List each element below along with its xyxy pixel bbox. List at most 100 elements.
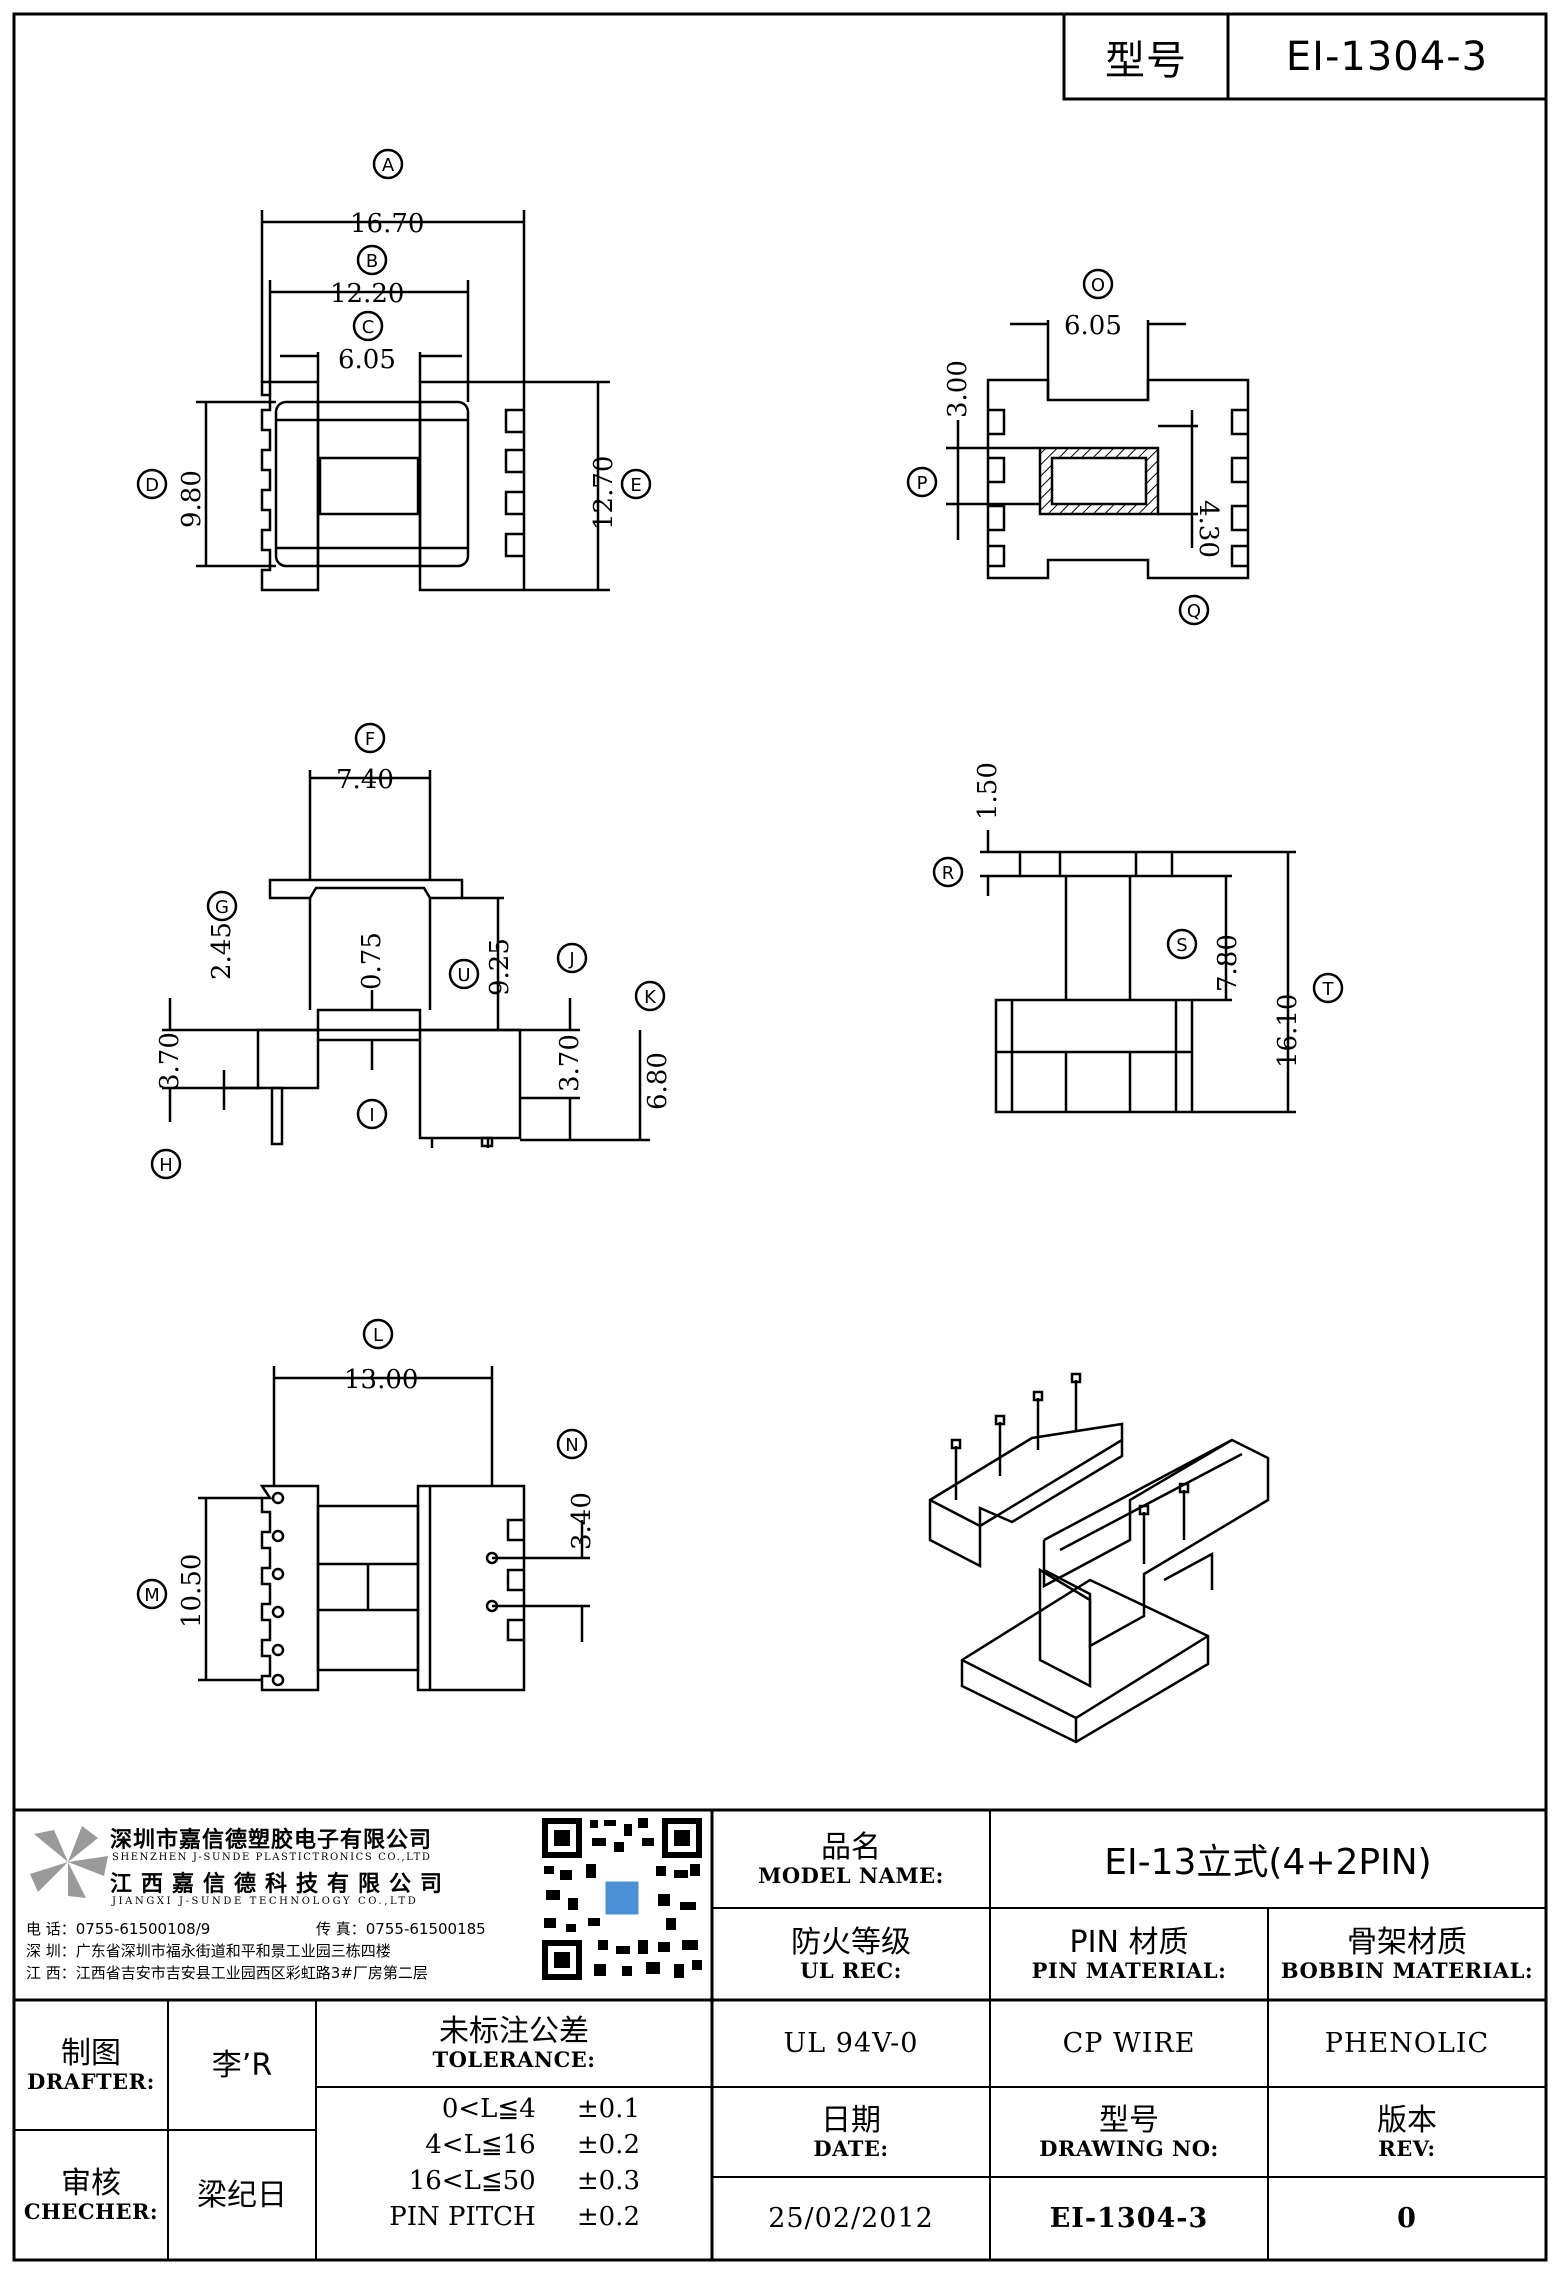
top-view-dim-text: 16.70 12.20 6.05 9.80 12.70 xyxy=(177,209,619,530)
dim-S-value: 7.80 xyxy=(1213,934,1243,992)
dim-M-value: 10.50 xyxy=(177,1554,207,1628)
label-U xyxy=(448,958,480,990)
label-P xyxy=(906,466,938,498)
tolerance-cn: 未标注公差 xyxy=(439,2014,589,2050)
callout-E: E xyxy=(630,475,641,496)
ul-rec-cn: 防火等级 xyxy=(791,1924,911,1960)
ul-rec-value: UL 94V-0 xyxy=(783,2028,919,2059)
label-B xyxy=(356,244,388,276)
dim-B-value: 12.20 xyxy=(330,279,404,309)
checker-cn: 审核 xyxy=(61,2165,121,2201)
rev-en: REV: xyxy=(1378,2135,1436,2161)
tolerance-header: 未标注公差 TOLERANCE: xyxy=(316,2000,712,2087)
tolerance-value: ±0.2 xyxy=(576,2202,640,2232)
bobbin-material-en: BOBBIN MATERIAL: xyxy=(1280,1957,1534,1983)
top-view xyxy=(196,210,610,592)
company-address-shenzhen: 深 圳：广东省深圳市福永街道和平和景工业园三栋四楼 xyxy=(26,1942,391,1960)
tolerance-range: 4<L≦16 xyxy=(425,2130,536,2160)
drawing-no-en: DRAWING NO: xyxy=(1039,2135,1219,2161)
dim-G-value: 2.45 xyxy=(207,922,237,980)
tolerance-row: PIN PITCH ±0.2 xyxy=(330,2202,640,2232)
callout-B: B xyxy=(366,251,378,272)
dim-K-value: 6.80 xyxy=(643,1052,673,1110)
label-O xyxy=(1082,268,1114,300)
callout-Q: Q xyxy=(1187,601,1201,622)
header-model-label: 型号 xyxy=(1105,37,1187,84)
drafter-en: DRAFTER: xyxy=(27,2068,155,2094)
model-name-header: 品名 MODEL NAME: xyxy=(712,1810,990,1908)
company-name-en: SHENZHEN J-SUNDE PLASTICTRONICS CO.,LTD xyxy=(112,1852,432,1863)
front-view-dim-text: 7.40 2.45 3.70 0.75 9.25 3.70 6.80 xyxy=(155,765,673,1110)
tolerance-range: PIN PITCH xyxy=(389,2202,536,2232)
callout-R: R xyxy=(942,863,955,884)
label-D xyxy=(136,468,168,500)
model-name-value: EI-13立式(4+2PIN) xyxy=(1104,1842,1432,1883)
callout-L: L xyxy=(373,1325,383,1346)
callout-A: A xyxy=(382,155,395,176)
label-E xyxy=(620,468,652,500)
dim-L-value: 13.00 xyxy=(344,1365,418,1395)
dim-H-value: 3.70 xyxy=(155,1032,185,1090)
label-J xyxy=(556,942,588,974)
callout-P: P xyxy=(917,473,928,494)
date-header: 日期 DATE: xyxy=(712,2087,990,2177)
drafter-cn: 制图 xyxy=(61,2035,121,2071)
date-cn: 日期 xyxy=(821,2102,881,2138)
label-R xyxy=(932,856,964,888)
pin-material-cn: PIN 材质 xyxy=(1069,1924,1189,1960)
callout-U: U xyxy=(457,965,470,986)
label-T xyxy=(1312,972,1344,1004)
callout-O: O xyxy=(1091,275,1105,296)
label-F xyxy=(354,722,386,754)
label-H xyxy=(150,1148,182,1180)
side-view xyxy=(980,830,1296,1114)
tolerance-value: ±0.3 xyxy=(576,2166,640,2196)
bottom-view xyxy=(946,320,1250,580)
tolerance-row: 16<L≦50 ±0.3 xyxy=(330,2166,640,2196)
bobbin-material-cn: 骨架材质 xyxy=(1347,1924,1467,1960)
callout-G: G xyxy=(215,897,229,918)
dim-C-value: 6.05 xyxy=(338,345,396,375)
front-view xyxy=(162,770,650,1148)
date-value: 25/02/2012 xyxy=(768,2203,934,2234)
pin-material-header: PIN 材质 PIN MATERIAL: xyxy=(990,1908,1268,2000)
rev-header: 版本 REV: xyxy=(1268,2087,1546,2177)
dim-E-value: 12.70 xyxy=(589,456,619,530)
bobbin-material-header: 骨架材质 BOBBIN MATERIAL: xyxy=(1268,1908,1546,2000)
tolerance-range: 0<L≦4 xyxy=(441,2094,536,2124)
qr-code xyxy=(538,1814,706,1984)
pin-material-en: PIN MATERIAL: xyxy=(1031,1957,1227,1983)
rev-cn: 版本 xyxy=(1377,2102,1437,2138)
drafter-value: 李’R xyxy=(211,2047,273,2083)
label-I xyxy=(356,1098,388,1130)
dim-U-value: 9.25 xyxy=(485,938,515,996)
pin-view xyxy=(198,1366,590,1692)
isometric-view xyxy=(928,1372,1270,1744)
dim-Q-value: 4.30 xyxy=(1193,500,1223,558)
drafter-header: 制图 DRAFTER: xyxy=(14,2000,168,2130)
bobbin-material-value: PHENOLIC xyxy=(1324,2028,1490,2059)
checker-value: 梁纪日 xyxy=(197,2177,287,2213)
label-M xyxy=(136,1578,168,1610)
ul-rec-header: 防火等级 UL REC: xyxy=(712,1908,990,2000)
label-Q xyxy=(1178,594,1210,626)
label-K xyxy=(634,980,666,1012)
ul-rec-en: UL REC: xyxy=(800,1957,902,1983)
drawing-no-value: EI-1304-3 xyxy=(1049,2203,1209,2234)
dim-D-value: 9.80 xyxy=(177,470,207,528)
dim-T-value: 16.10 xyxy=(1273,994,1303,1068)
drawing-no-header: 型号 DRAWING NO: xyxy=(990,2087,1268,2177)
company-name-cn: 深圳市嘉信德塑胶电子有限公司 xyxy=(110,1828,433,1853)
model-name-en: MODEL NAME: xyxy=(758,1862,944,1888)
company-logo xyxy=(30,1826,108,1898)
dim-A-value: 16.70 xyxy=(350,209,424,239)
callout-M: M xyxy=(144,1585,160,1606)
callout-labels xyxy=(136,148,1344,1610)
callout-F: F xyxy=(365,729,375,750)
callout-D: D xyxy=(145,475,159,496)
tolerance-row: 0<L≦4 ±0.1 xyxy=(330,2094,640,2124)
side-view-dim-text: 1.50 7.80 16.10 xyxy=(973,762,1303,1068)
date-en: DATE: xyxy=(813,2135,889,2161)
